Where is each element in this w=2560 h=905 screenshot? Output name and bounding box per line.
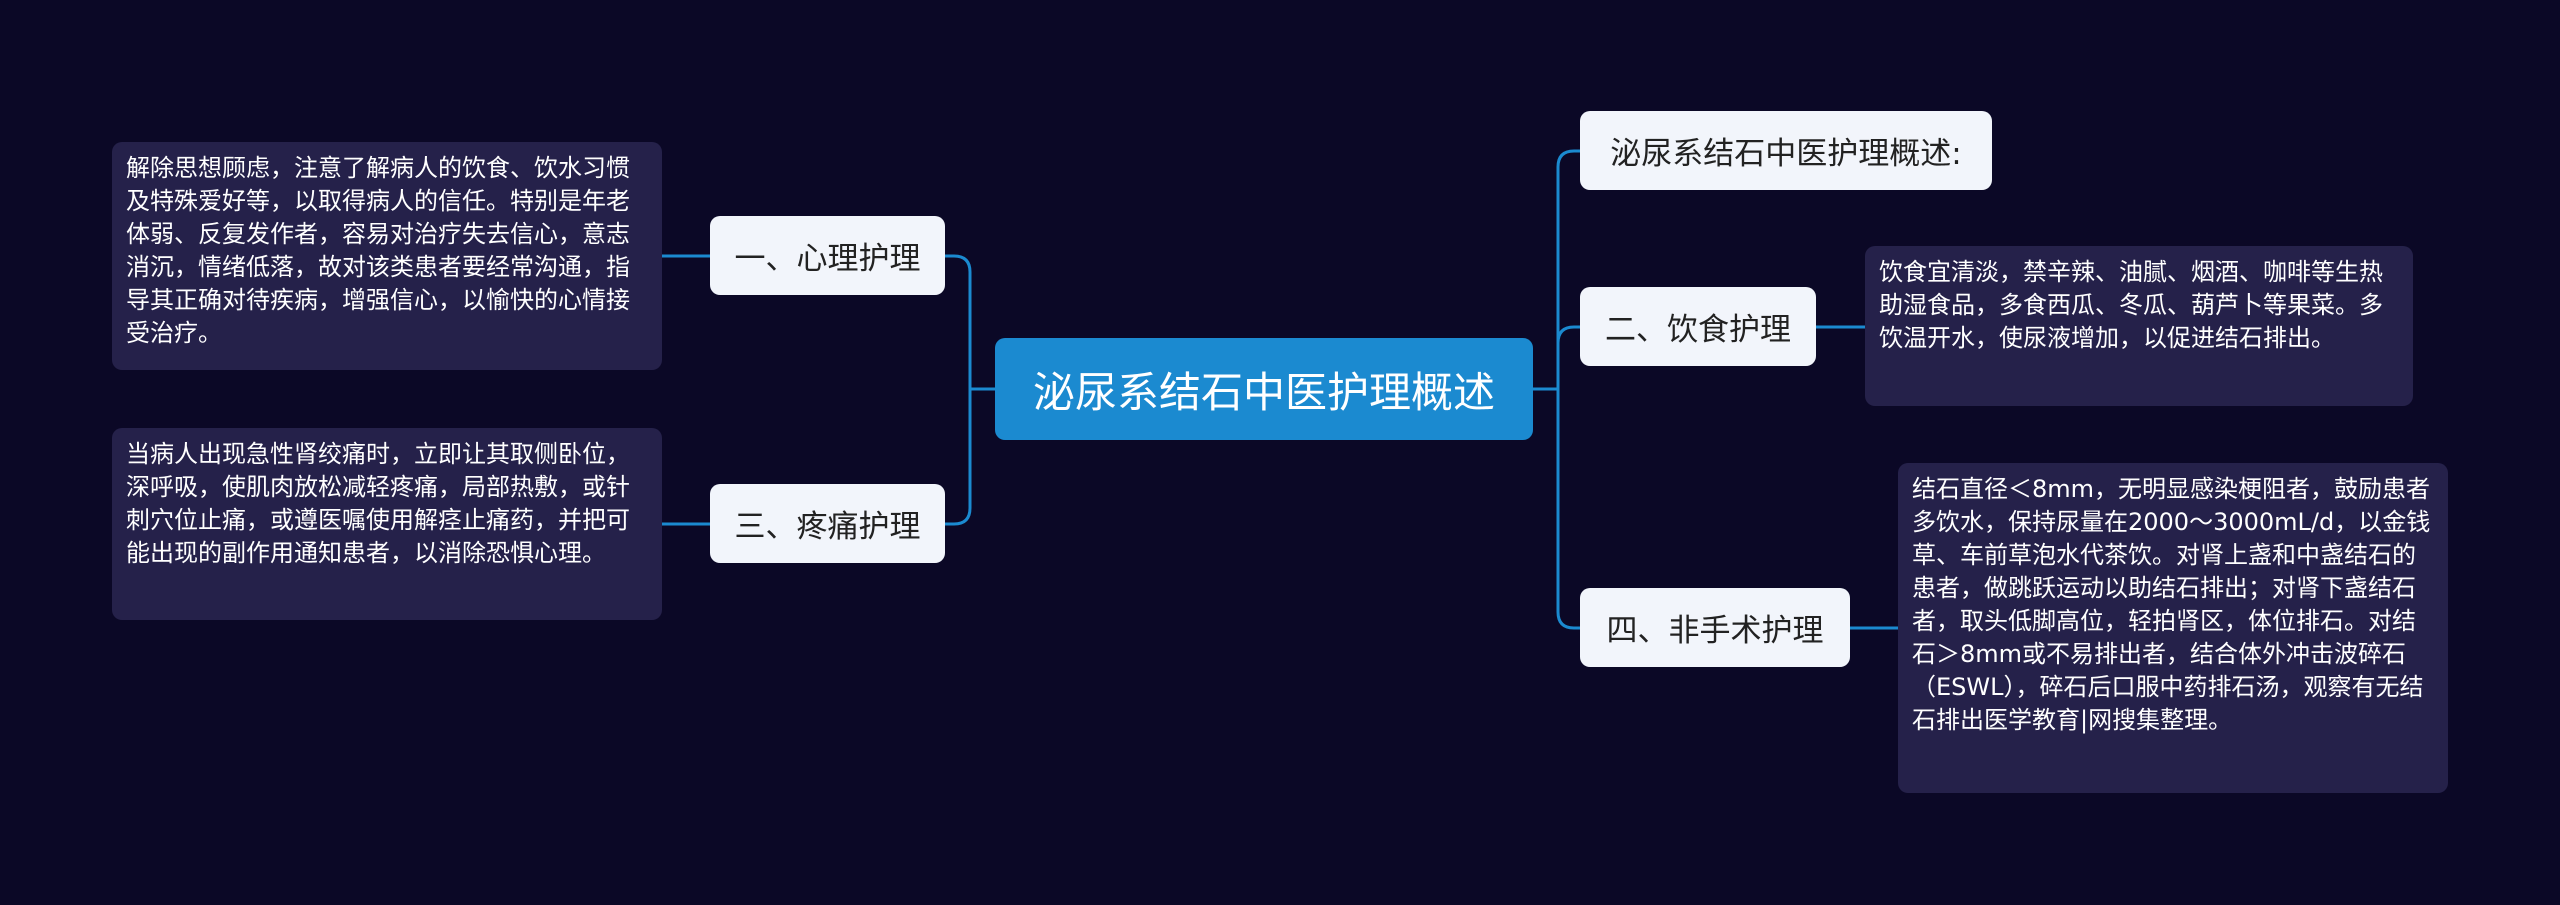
note-psychological-care: 解除思想顾虑，注意了解病人的饮食、饮水习惯及特殊爱好等，以取得病人的信任。特别是… xyxy=(112,142,662,370)
connector-root-to-nonsurg xyxy=(1556,387,1582,630)
branch-overview-title[interactable]: 泌尿系结石中医护理概述: xyxy=(1580,111,1992,190)
connector-root-to-pain xyxy=(943,387,972,526)
branch-nonsurgical-care[interactable]: 四、非手术护理 xyxy=(1580,588,1850,667)
branch-pain-care[interactable]: 三、疼痛护理 xyxy=(710,484,945,563)
branch-psychological-care-label: 一、心理护理 xyxy=(734,241,921,277)
branch-diet-care-label: 二、饮食护理 xyxy=(1605,312,1791,348)
root-topic-label: 泌尿系结石中医护理概述 xyxy=(1032,367,1495,417)
note-nonsurgical-care: 结石直径＜8mm，无明显感染梗阻者，鼓励患者多饮水，保持尿量在2000～3000… xyxy=(1898,463,2448,793)
branch-psychological-care[interactable]: 一、心理护理 xyxy=(710,216,945,295)
branch-nonsurgical-care-label: 四、非手术护理 xyxy=(1606,613,1824,649)
root-topic[interactable]: 泌尿系结石中医护理概述 xyxy=(995,338,1533,440)
connector-root-to-psych xyxy=(943,254,972,391)
branch-pain-care-label: 三、疼痛护理 xyxy=(734,509,921,545)
branch-overview-title-label: 泌尿系结石中医护理概述: xyxy=(1610,136,1962,172)
note-pain-care: 当病人出现急性肾绞痛时，立即让其取侧卧位，深呼吸，使肌肉放松减轻疼痛，局部热敷，… xyxy=(112,428,662,620)
branch-diet-care[interactable]: 二、饮食护理 xyxy=(1580,287,1816,366)
connector-root-to-title xyxy=(1556,149,1582,391)
connector-root-to-diet xyxy=(1556,325,1582,391)
note-diet-care: 饮食宜清淡，禁辛辣、油腻、烟酒、咖啡等生热助湿食品，多食西瓜、冬瓜、葫芦卜等果菜… xyxy=(1865,246,2413,406)
